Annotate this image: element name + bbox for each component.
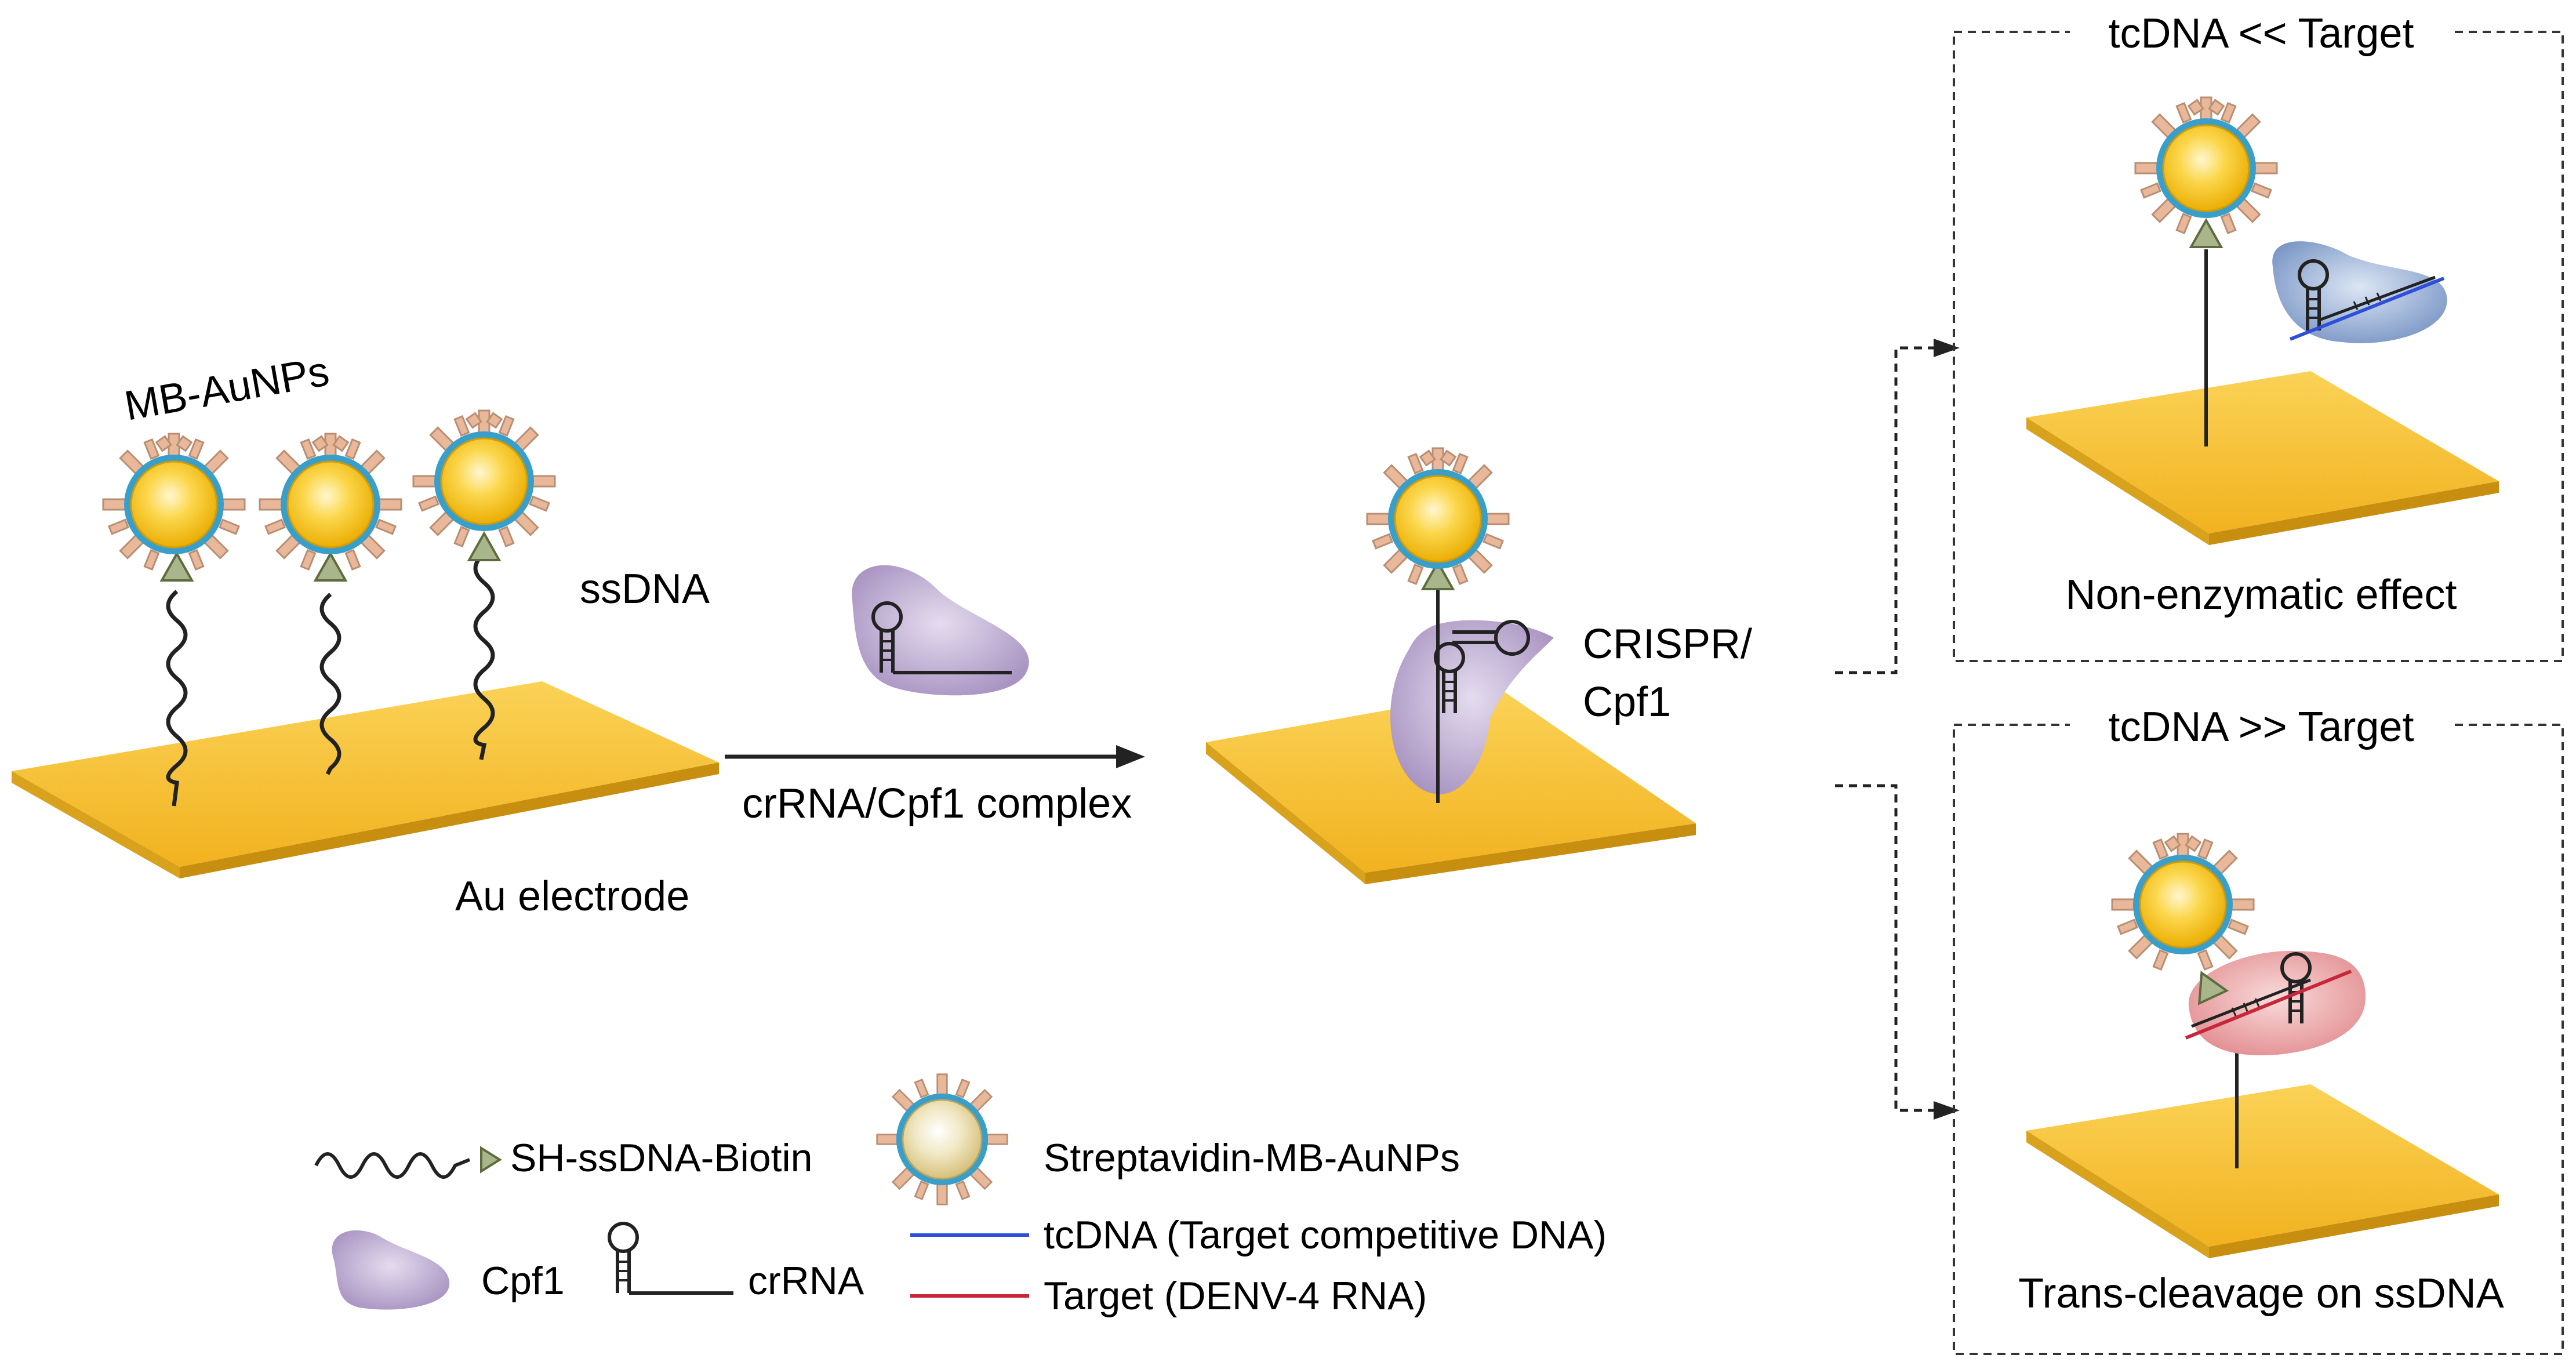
panel-bottom-caption: Trans-cleavage on ssDNA xyxy=(2018,1270,2504,1317)
cpf1-bound xyxy=(1390,557,1554,803)
cpf1-complex-icon xyxy=(852,565,1029,696)
branch-arrows xyxy=(1835,346,1936,1112)
panel-top-caption: Non-enzymatic effect xyxy=(2066,572,2457,618)
legend: SH-ssDNA-Biotin Streptavidin-MB-AuNPs xyxy=(314,1073,1607,1318)
reaction-arrow xyxy=(725,745,1145,768)
label-mb-aunps: MB-AuNPs xyxy=(121,348,333,430)
legend-cpf1-icon xyxy=(332,1230,450,1310)
legend-cpf1: Cpf1 xyxy=(481,1259,565,1303)
legend-sh-ssdna-biotin: SH-ssDNA-Biotin xyxy=(510,1136,812,1180)
mb-aunp-2 xyxy=(259,433,402,571)
legend-ssdna-icon xyxy=(314,1152,471,1179)
panel-bottom-title: tcDNA >> Target xyxy=(2109,704,2414,750)
legend-target: Target (DENV-4 RNA) xyxy=(1044,1274,1427,1318)
legend-crrna-icon xyxy=(609,1223,733,1295)
legend-tcdna: tcDNA (Target competitive DNA) xyxy=(1044,1213,1607,1257)
label-ssdna: ssDNA xyxy=(580,566,710,612)
legend-aunp-icon xyxy=(876,1073,1008,1205)
label-crrna-cpf1-complex: crRNA/Cpf1 complex xyxy=(742,780,1132,827)
biotin-marker-3 xyxy=(468,532,500,561)
legend-streptavidin-mb-aunps: Streptavidin-MB-AuNPs xyxy=(1044,1136,1460,1180)
mb-aunp-middle xyxy=(1366,447,1510,585)
ssdna-strands xyxy=(166,552,495,807)
mb-aunp-1 xyxy=(102,433,246,571)
label-crispr-line1: CRISPR/ xyxy=(1583,621,1752,667)
panel-top-title: tcDNA << Target xyxy=(2109,10,2414,57)
biotin-marker-2 xyxy=(314,553,347,582)
arrowhead-top xyxy=(1934,339,1960,357)
label-au-electrode: Au electrode xyxy=(455,873,689,920)
au-electrode-left xyxy=(12,681,719,878)
biotin-marker-1 xyxy=(161,553,193,582)
mb-aunp-3 xyxy=(412,409,556,547)
label-crispr-line2: Cpf1 xyxy=(1583,679,1671,725)
arrowhead-bottom xyxy=(1934,1101,1960,1120)
legend-biotin-icon xyxy=(480,1146,502,1174)
panel-bottom: tcDNA >> Target Trans-cleavage on ssDNA xyxy=(1953,704,2564,1355)
legend-crrna: crRNA xyxy=(748,1259,864,1303)
panel-top: tcDNA << Target Non-enzymatic effect xyxy=(1953,10,2564,662)
